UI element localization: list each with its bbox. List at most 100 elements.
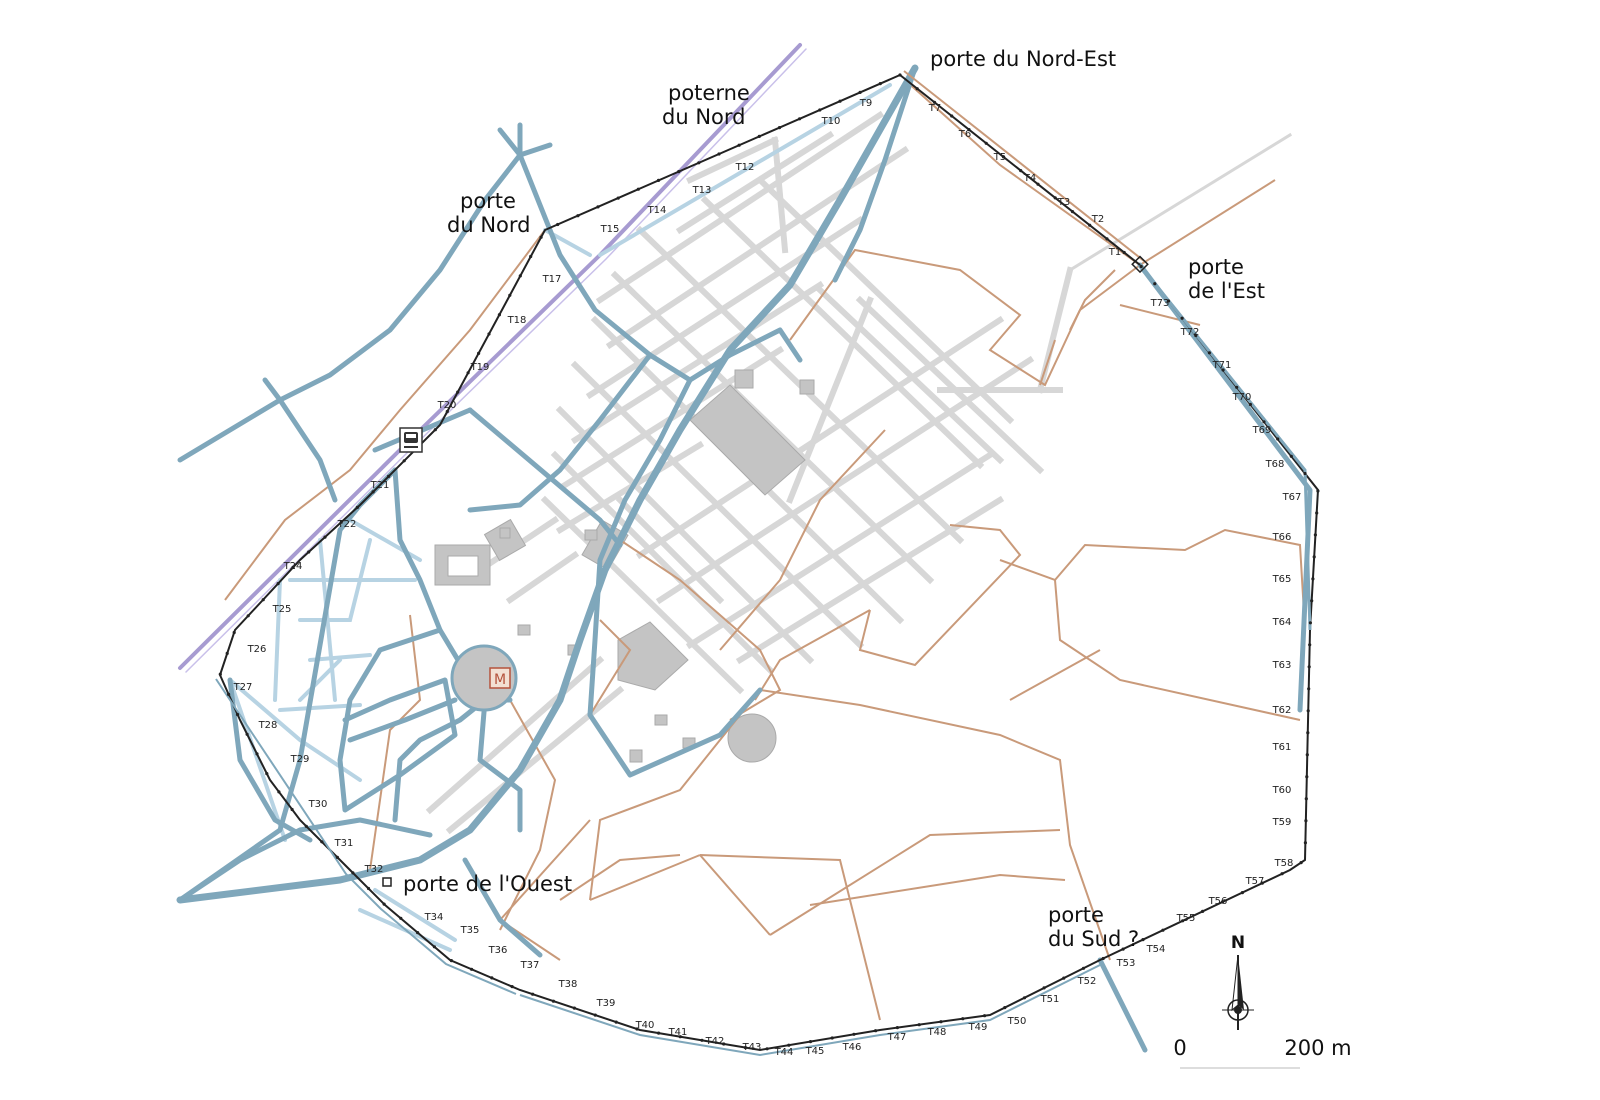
wall-tick (1235, 385, 1239, 389)
forum-building (689, 384, 806, 496)
tower-label: T67 (1282, 492, 1302, 503)
wall-tick (1194, 333, 1198, 338)
wall-tick (320, 840, 324, 844)
wall-tick (636, 187, 640, 191)
wall-tick (232, 630, 236, 635)
wall-tick (551, 999, 556, 1003)
wall-tick (1308, 643, 1312, 647)
wall-tick (798, 117, 802, 121)
wall-tick (722, 1042, 726, 1046)
museum-marker: M (489, 667, 511, 689)
wall-tick (1105, 237, 1109, 241)
wall-tick (1201, 909, 1205, 914)
tower-label: T13 (692, 185, 712, 196)
tower-label: T22 (337, 519, 357, 530)
wall-tick (510, 985, 514, 989)
tower-label: T2 (1091, 214, 1104, 225)
wall-tick (950, 114, 954, 118)
wall-tick (1311, 577, 1315, 581)
wall-tick (678, 1035, 682, 1039)
tower-label: T12 (735, 162, 755, 173)
gate-north-label-1: porte (460, 189, 516, 213)
tower-label: T51 (1040, 994, 1060, 1005)
wall-tick (1307, 665, 1311, 669)
wall-tick (593, 1013, 597, 1017)
wall-tick (497, 313, 501, 317)
tower-label: T52 (1077, 976, 1097, 987)
wall-tick (1207, 351, 1211, 355)
wall-tick (1221, 368, 1225, 372)
tower-label: T48 (927, 1027, 947, 1038)
wall-tick (218, 672, 222, 676)
wall-tick (657, 1031, 661, 1035)
wall-tick (1308, 621, 1312, 625)
tower-label: T49 (968, 1022, 988, 1033)
main-roads (176, 64, 1313, 1053)
wall-tick (1303, 841, 1307, 845)
wall-tick (1022, 996, 1027, 1000)
gate-west-label: porte de l'Ouest (403, 872, 572, 896)
wall-tick (304, 824, 308, 828)
wall-tick (1053, 196, 1057, 200)
wall-tick (290, 807, 294, 812)
wall-tick (323, 535, 327, 539)
wall-tick (1315, 511, 1319, 515)
wall-tick (1121, 947, 1125, 951)
wall-tick (1070, 210, 1075, 214)
wall-tick (1161, 928, 1165, 932)
postern-north-label-1: poterne (668, 81, 750, 105)
railway-line (178, 43, 807, 673)
wall-tick (265, 772, 269, 776)
wall-tick (743, 1046, 748, 1050)
north-label: N (1231, 933, 1245, 953)
wall-tick (635, 1027, 639, 1031)
tower-labels: T1T2T3T4T5T6T7T9T10T12T13T14T15T17T18T19… (233, 98, 1302, 1058)
wall-tick (656, 178, 661, 182)
postern-north-label-2: du Nord (662, 105, 745, 129)
wall-tick (335, 855, 339, 860)
gate-north-east-label: porte du Nord-Est (930, 47, 1116, 71)
tower-label: T29 (290, 754, 310, 765)
wall-tick (477, 351, 481, 355)
tower-label: T46 (842, 1042, 862, 1053)
wall-tick (487, 332, 491, 336)
tower-label: T60 (1272, 785, 1292, 796)
tower-label: T38 (558, 979, 578, 990)
wall-tick (878, 82, 882, 86)
wall-tick (1181, 919, 1185, 923)
wall-tick (470, 967, 474, 971)
gate-south-label-1: porte (1048, 903, 1104, 927)
wall-tick (1299, 861, 1303, 865)
wall-tick (416, 931, 420, 935)
wall-tick (777, 126, 782, 130)
wall-tick (382, 902, 386, 906)
gate-west-marker (382, 877, 392, 887)
museum-label: M (494, 672, 506, 688)
wall-tick (858, 90, 862, 94)
wall-tick (967, 128, 971, 132)
tower-label: T21 (370, 480, 390, 491)
wall-tick (355, 505, 359, 509)
wall-tick (246, 614, 250, 618)
wall-tick (757, 134, 761, 138)
tower-label: T59 (1272, 817, 1292, 828)
wall-tick (984, 141, 988, 145)
tower-label: T73 (1150, 298, 1170, 309)
wall-tick (838, 99, 842, 103)
tower-label: T72 (1180, 327, 1200, 338)
wall-tick (291, 565, 295, 570)
wall-tick (830, 1036, 834, 1040)
scale-start-label: 0 (1173, 1036, 1186, 1060)
wall-tick (371, 490, 375, 494)
tower-label: T57 (1245, 876, 1265, 887)
tower-label: T50 (1007, 1016, 1027, 1027)
wall-tick (874, 1029, 878, 1033)
wall-tick (898, 73, 902, 77)
tower-label: T5 (993, 152, 1006, 163)
wall-tick (225, 651, 229, 656)
wall-tick (529, 254, 533, 259)
tower-label: T7 (928, 103, 941, 114)
wall-tick (1220, 900, 1225, 904)
tower-label: T24 (283, 561, 303, 572)
wall-tick (576, 214, 580, 218)
